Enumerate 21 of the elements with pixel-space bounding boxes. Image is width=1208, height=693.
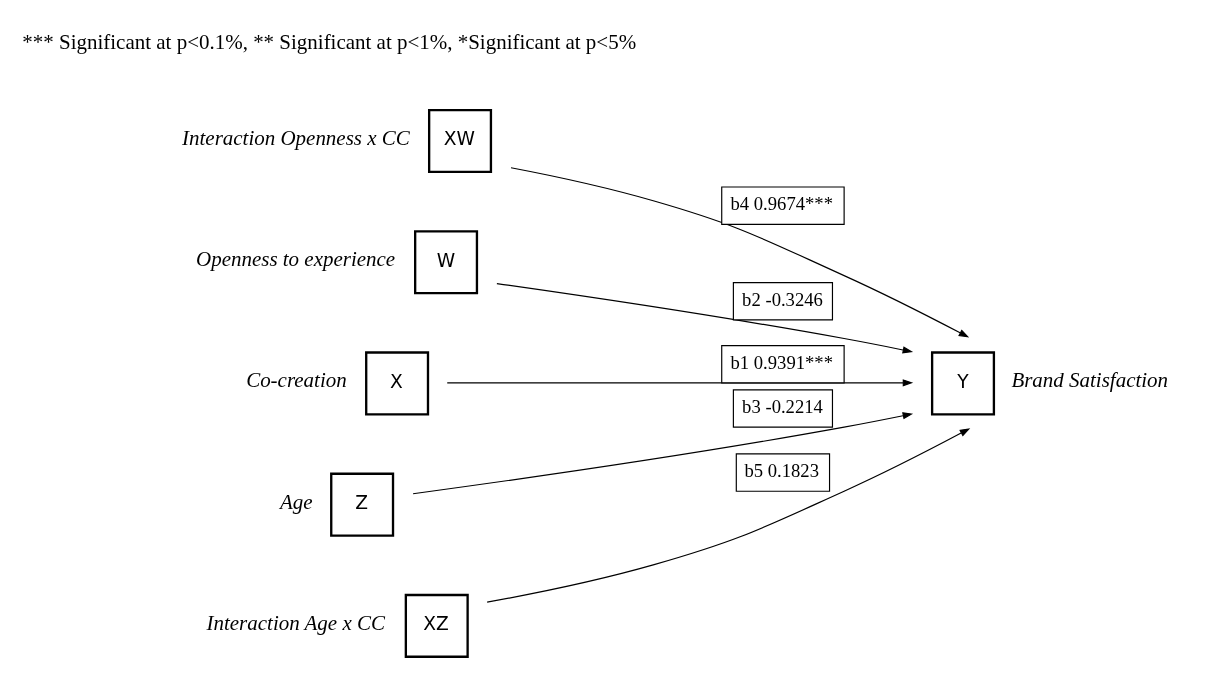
edge-label: b2 -0.3246 (742, 288, 823, 310)
node-box: W (414, 229, 479, 294)
edge-label: b3 -0.2214 (742, 395, 823, 417)
node-box: XW (428, 108, 493, 173)
label: *** Significant at p<0.1%, ** Significant at p<1%, *Significant at p<5% (22, 29, 637, 54)
node-box: XZ (404, 593, 469, 658)
node-label: Interaction Openness x CC (182, 125, 410, 150)
arrow (446, 378, 914, 387)
arrow (510, 166, 970, 338)
node-label: Brand Satisfaction (1011, 367, 1169, 392)
edge-label: b4 0.9674*** (730, 192, 833, 214)
edge-label: b1 0.9391*** (730, 351, 833, 373)
node-box: Y (930, 350, 996, 415)
node-box: Z (330, 472, 395, 537)
edge-label: b5 0.1823 (744, 459, 820, 481)
node-label: Openness to experience (196, 246, 396, 271)
node-box: X (365, 350, 430, 415)
node-label: Age (279, 489, 313, 514)
arrow (486, 427, 971, 603)
node-label: Interaction Age x CC (206, 610, 385, 635)
node-label: Co-creation (246, 367, 347, 392)
